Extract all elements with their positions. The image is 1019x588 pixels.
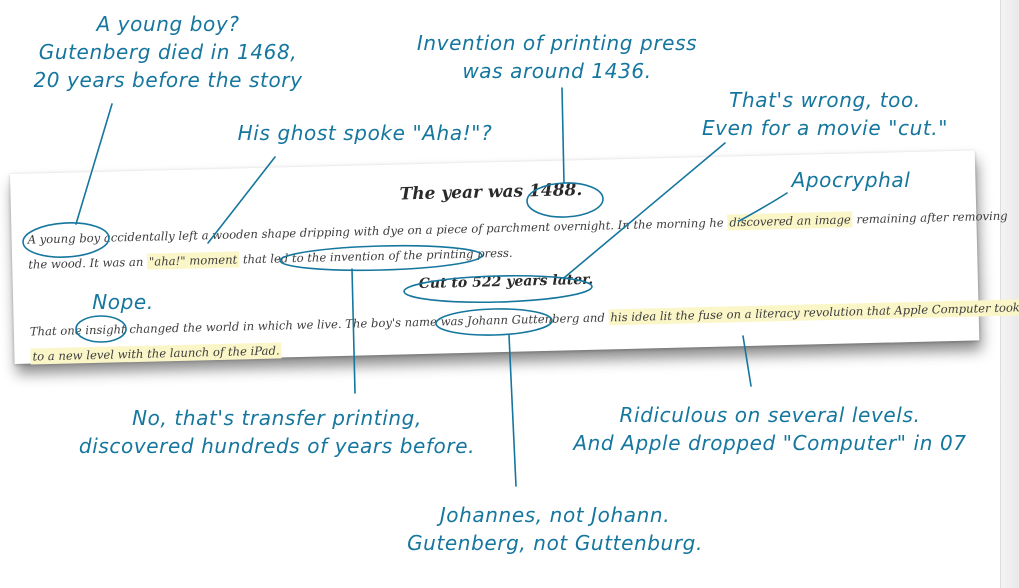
- note-ridiculous: Ridiculous on several levels. And Apple …: [540, 401, 1000, 457]
- note-young-boy-line-2: Gutenberg died in 1468,: [38, 40, 298, 64]
- article-heading: The year was 1488.: [399, 180, 583, 205]
- note-invention: Invention of printing press was around 1…: [392, 29, 722, 85]
- note-young-boy: A young boy? Gutenberg died in 1468, 20 …: [8, 10, 328, 94]
- note-nope: Nope.: [78, 288, 168, 316]
- note-johannes-line-1: Johannes, not Johann.: [439, 503, 671, 527]
- note-wrong: That's wrong, too. Even for a movie "cut…: [680, 86, 970, 142]
- paragraph-line-4: to a new level with the launch of the iP…: [30, 338, 282, 369]
- paragraph-line-1-start: A young boy accidentally left a wooden s…: [27, 215, 728, 247]
- note-ridiculous-line-1: Ridiculous on several levels.: [619, 403, 921, 427]
- note-apocryphal: Apocryphal: [776, 166, 926, 194]
- highlight-aha-moment: "aha!" moment: [146, 251, 240, 270]
- note-wrong-line-2: Even for a movie "cut.": [701, 116, 949, 140]
- note-invention-line-2: was around 1436.: [462, 59, 652, 83]
- note-johannes: Johannes, not Johann. Gutenberg, not Gut…: [380, 501, 730, 557]
- note-apocryphal-line-1: Apocryphal: [791, 168, 911, 192]
- article-subheading: Cut to 522 years later.: [418, 271, 594, 293]
- note-ghost: His ghost spoke "Aha!"?: [210, 119, 520, 147]
- right-edge-strip: [1000, 0, 1019, 588]
- highlight-discovered-image: discovered an image: [727, 211, 853, 231]
- paragraph-line-3: That one insight changed the world in wh…: [30, 295, 1019, 344]
- note-young-boy-line-3: 20 years before the story: [33, 68, 303, 92]
- note-ghost-line-1: His ghost spoke "Aha!"?: [237, 121, 493, 145]
- highlight-ipad-launch: to a new level with the launch of the iP…: [30, 342, 282, 365]
- paragraph-line-1-end: remaining after removing: [852, 208, 1008, 227]
- paragraph-line-2-start: the wood. It was an: [28, 254, 148, 272]
- note-transfer-line-2: discovered hundreds of years before.: [78, 434, 476, 458]
- paragraph-line-2-end: that led to the invention of the printin…: [239, 245, 513, 267]
- note-johannes-line-2: Gutenberg, not Guttenburg.: [407, 531, 703, 555]
- note-transfer-line-1: No, that's transfer printing,: [132, 406, 422, 430]
- highlight-literacy-revolution: his idea lit the fuse on a literacy revo…: [608, 299, 1019, 326]
- note-invention-line-1: Invention of printing press: [416, 31, 698, 55]
- note-nope-line-1: Nope.: [92, 290, 154, 314]
- note-ridiculous-line-2: And Apple dropped "Computer" in 07: [573, 431, 967, 455]
- note-wrong-line-1: That's wrong, too.: [729, 88, 921, 112]
- paragraph-line-1: A young boy accidentally left a wooden s…: [27, 204, 1008, 253]
- note-young-boy-line-1: A young boy?: [96, 12, 240, 36]
- note-transfer: No, that's transfer printing, discovered…: [42, 404, 512, 460]
